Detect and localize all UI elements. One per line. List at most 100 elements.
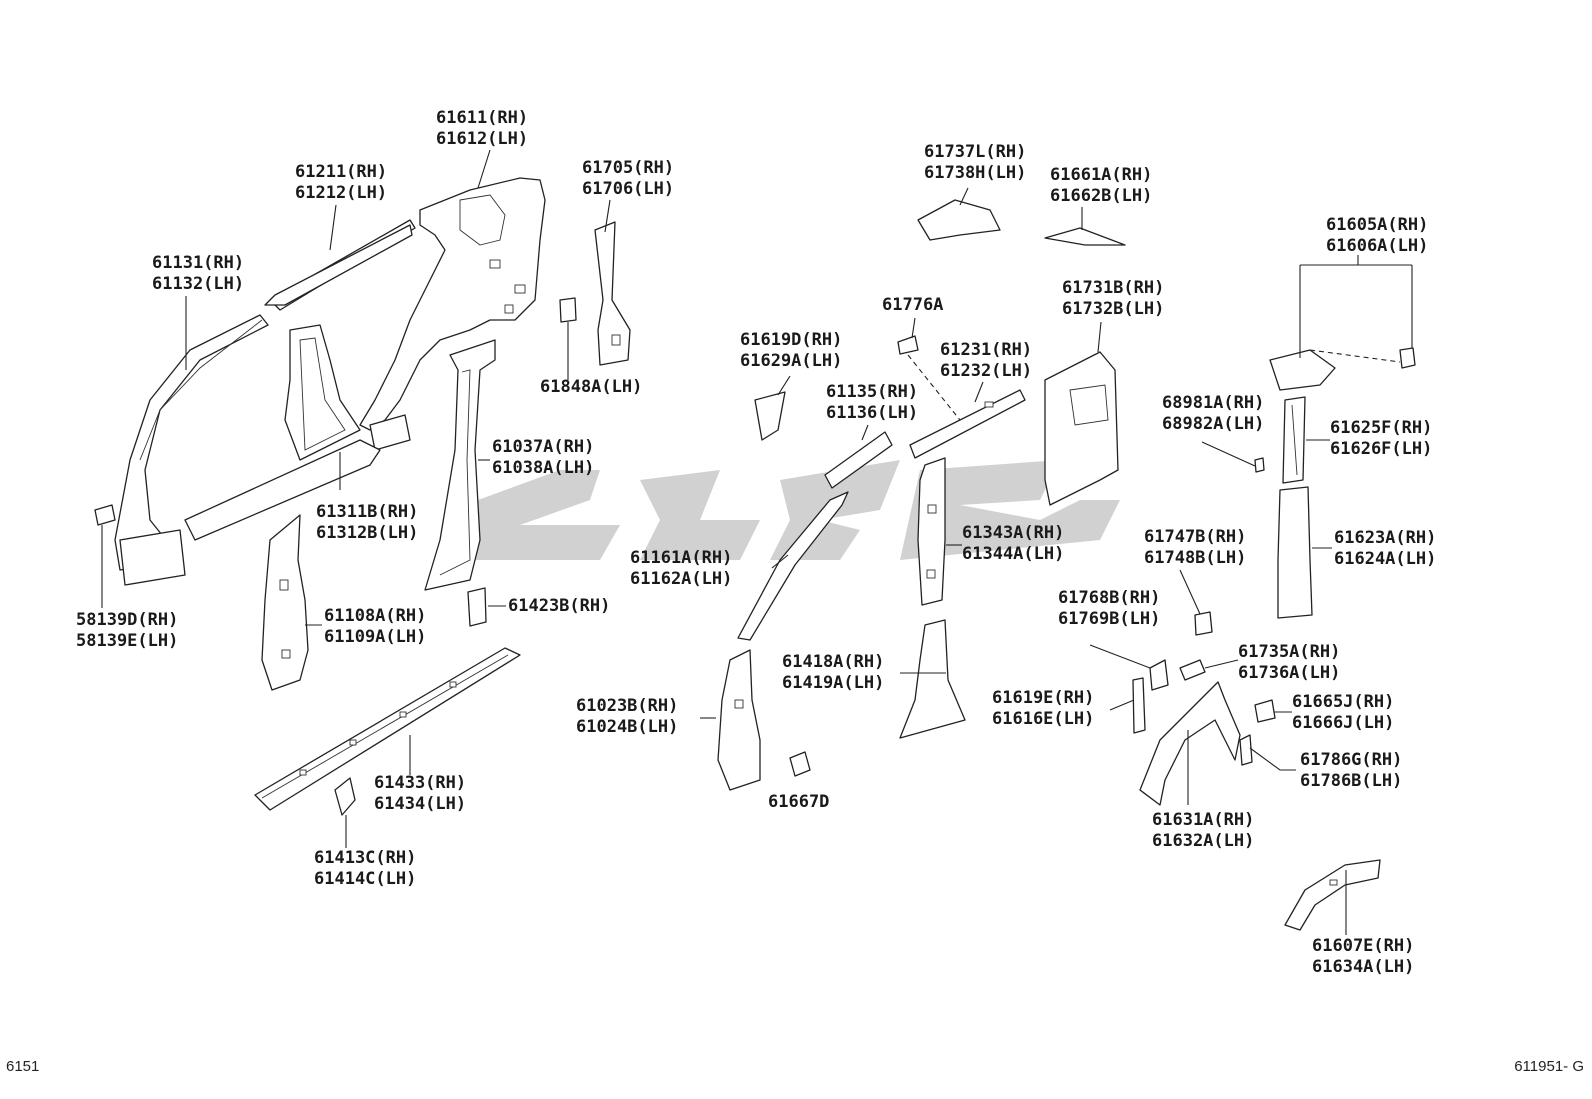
callout-61786-line1: 61786G(RH) [1300, 750, 1403, 770]
callout-61776[interactable]: 61776A [882, 295, 943, 316]
callout-61131[interactable]: 61131(RH) 61132(LH) [152, 253, 244, 295]
gusset-61768-part[interactable] [1149, 659, 1169, 691]
callout-61667[interactable]: 61667D [768, 792, 829, 813]
quarter-panel-outer-part[interactable] [359, 177, 546, 451]
bracket-61848-part[interactable] [559, 297, 577, 323]
callout-61611[interactable]: 61611(RH) 61612(LH) [436, 108, 528, 150]
plate-61619e-part[interactable] [1132, 677, 1146, 734]
callout-61108[interactable]: 61108A(RH) 61109A(LH) [324, 606, 426, 648]
roof-side-rail-part[interactable] [264, 219, 416, 311]
callout-61607[interactable]: 61607E(RH) 61634A(LH) [1312, 936, 1414, 978]
callout-68981-line2: 68982A(LH) [1162, 414, 1265, 434]
callout-61665[interactable]: 61665J(RH) 61666J(LH) [1292, 692, 1394, 734]
callout-61161[interactable]: 61161A(RH) 61162A(LH) [630, 548, 732, 590]
callout-61037[interactable]: 61037A(RH) 61038A(LH) [492, 437, 594, 479]
callout-61423[interactable]: 61423B(RH) [508, 596, 610, 617]
callout-61661-line2: 61662B(LH) [1050, 186, 1153, 206]
roof-rail-rear-part[interactable] [1044, 227, 1126, 246]
callout-58139-line1: 58139D(RH) [76, 610, 179, 630]
bracket-61619d-part[interactable] [754, 391, 786, 441]
callout-61735-line1: 61735A(RH) [1238, 642, 1341, 662]
clip-61786-part[interactable] [1239, 734, 1253, 766]
callout-61661[interactable]: 61661A(RH) 61662B(LH) [1050, 165, 1152, 207]
pillar-reinforcement-61705-part[interactable] [594, 221, 631, 366]
callout-61343-line1: 61343A(RH) [962, 523, 1065, 543]
front-pillar-upper-part[interactable] [737, 491, 849, 641]
front-pillar-inner-part[interactable] [261, 514, 309, 691]
callout-61343[interactable]: 61343A(RH) 61344A(LH) [962, 523, 1064, 565]
callout-61023-line2: 61024B(LH) [576, 717, 679, 737]
callout-61731[interactable]: 61731B(RH) 61732B(LH) [1062, 278, 1164, 320]
callout-61418-line1: 61418A(RH) [782, 652, 885, 672]
dashed-leader-61776 [907, 354, 961, 421]
callout-68981[interactable]: 68981A(RH) 68982A(LH) [1162, 393, 1264, 435]
extension-61605-part[interactable] [1269, 347, 1416, 391]
rocker-panel-outer-part[interactable] [184, 324, 381, 541]
callout-61418[interactable]: 61418A(RH) 61419A(LH) [782, 652, 884, 694]
rocker-inner-part[interactable] [254, 647, 521, 811]
pillar-brace-61135-part[interactable] [824, 431, 893, 489]
callout-61611-line1: 61611(RH) [436, 108, 529, 128]
bracket-61735-part[interactable] [1179, 659, 1206, 681]
bracket-61747-part[interactable] [1194, 611, 1213, 636]
callout-58139[interactable]: 58139D(RH) 58139E(LH) [76, 610, 178, 652]
leader-61605 [1299, 255, 1413, 358]
center-pillar-inner-part[interactable] [917, 457, 946, 606]
callout-61433-line1: 61433(RH) [374, 773, 467, 793]
callout-61848[interactable]: 61848A(LH) [540, 377, 642, 398]
rear-pillar-inner-lower-part[interactable] [1277, 486, 1313, 619]
callout-61623[interactable]: 61623A(RH) 61624A(LH) [1334, 528, 1436, 570]
callout-61135[interactable]: 61135(RH) 61136(LH) [826, 382, 918, 424]
center-pillar-outer-part[interactable] [424, 339, 496, 591]
callout-61231[interactable]: 61231(RH) 61232(LH) [940, 340, 1032, 382]
dashed-leader-61605 [1309, 349, 1401, 363]
callout-61747-line1: 61747B(RH) [1144, 527, 1247, 547]
block-61667-part[interactable] [789, 751, 811, 777]
rear-pillar-reinforcement-part[interactable] [1282, 396, 1306, 484]
center-pillar-lower-part[interactable] [899, 619, 966, 739]
footer-illustration-code: 611951- G [1514, 1058, 1584, 1075]
callout-61135-line2: 61136(LH) [826, 403, 919, 423]
gusset-61413-part[interactable] [334, 777, 356, 816]
callout-61311[interactable]: 61311B(RH) 61312B(LH) [316, 502, 418, 544]
callout-61731-line1: 61731B(RH) [1062, 278, 1165, 298]
callout-61625[interactable]: 61625F(RH) 61626F(LH) [1330, 418, 1432, 460]
callout-61623-line1: 61623A(RH) [1334, 528, 1437, 548]
footer-section-code: 6151 [6, 1058, 40, 1075]
callout-61735[interactable]: 61735A(RH) 61736A(LH) [1238, 642, 1340, 684]
callout-61786-line2: 61786B(LH) [1300, 771, 1403, 791]
callout-61768[interactable]: 61768B(RH) 61769B(LH) [1058, 588, 1160, 630]
callout-61231-line2: 61232(LH) [940, 361, 1033, 381]
callout-61731-line2: 61732B(LH) [1062, 299, 1165, 319]
callout-61619e[interactable]: 61619E(RH) 61616E(LH) [992, 688, 1094, 730]
callout-61631[interactable]: 61631A(RH) 61632A(LH) [1152, 810, 1254, 852]
wheel-house-outer-part[interactable] [1284, 859, 1381, 931]
callout-61037-line1: 61037A(RH) [492, 437, 595, 457]
callout-61705[interactable]: 61705(RH) 61706(LH) [582, 158, 674, 200]
roof-rail-inner-part[interactable] [909, 389, 1026, 459]
callout-61211[interactable]: 61211(RH) 61212(LH) [295, 162, 387, 204]
wheel-house-inner-part[interactable] [1139, 681, 1241, 806]
bracket-58139-part[interactable] [94, 504, 116, 526]
bracket-61423-part[interactable] [467, 587, 487, 627]
quarter-inner-part[interactable] [1044, 351, 1119, 506]
upper-bracket-61737-part[interactable] [917, 199, 1001, 241]
callout-61413-line1: 61413C(RH) [314, 848, 417, 868]
callout-61413[interactable]: 61413C(RH) 61414C(LH) [314, 848, 416, 890]
callout-61747[interactable]: 61747B(RH) 61748B(LH) [1144, 527, 1246, 569]
callout-61037-line2: 61038A(LH) [492, 458, 595, 478]
callout-61619e-line1: 61619E(RH) [992, 688, 1095, 708]
callout-61786[interactable]: 61786G(RH) 61786B(LH) [1300, 750, 1402, 792]
front-pillar-outer-part[interactable] [114, 314, 269, 586]
clip-68981-part[interactable] [1254, 457, 1265, 473]
callout-61023[interactable]: 61023B(RH) 61024B(LH) [576, 696, 678, 738]
callout-61665-line2: 61666J(LH) [1292, 713, 1395, 733]
bracket-61665-part[interactable] [1254, 699, 1276, 723]
callout-61619d[interactable]: 61619D(RH) 61629A(LH) [740, 330, 842, 372]
callout-61433[interactable]: 61433(RH) 61434(LH) [374, 773, 466, 815]
callout-61605[interactable]: 61605A(RH) 61606A(LH) [1326, 215, 1428, 257]
plate-61776-part[interactable] [897, 335, 919, 355]
callout-61737[interactable]: 61737L(RH) 61738H(LH) [924, 142, 1026, 184]
front-pillar-lower-inner-part[interactable] [717, 649, 761, 791]
